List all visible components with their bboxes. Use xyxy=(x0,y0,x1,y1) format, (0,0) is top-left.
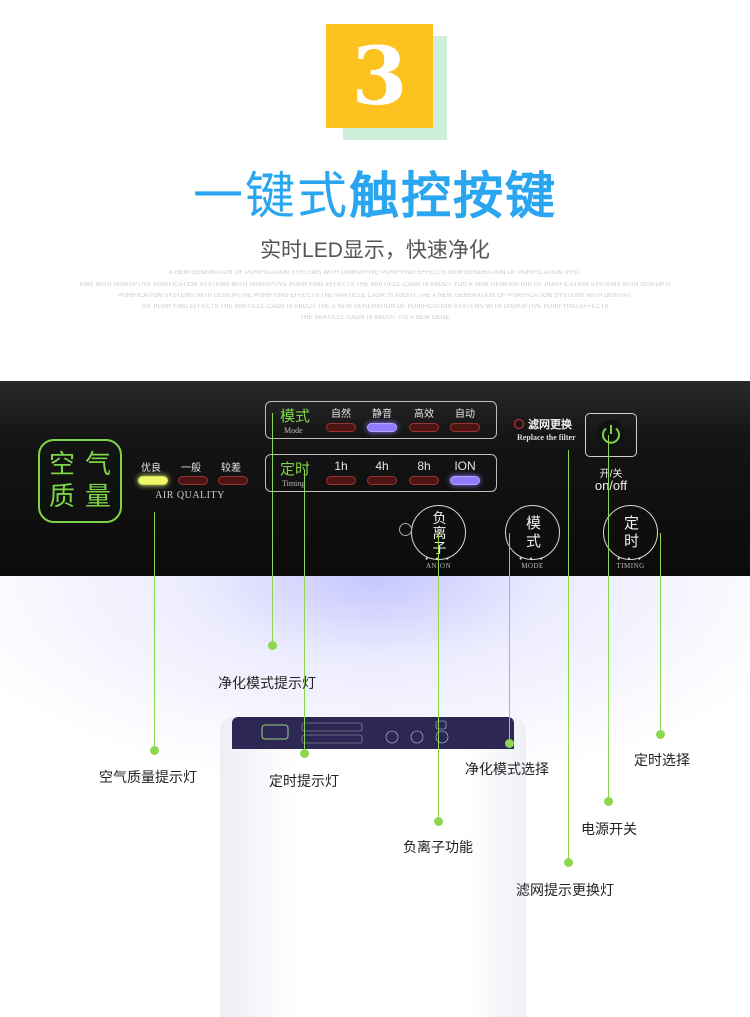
mode-option-label: 高效 xyxy=(414,409,434,420)
step-number: 3 xyxy=(351,29,408,123)
leader-line xyxy=(272,413,273,645)
mode-led-auto xyxy=(450,423,480,432)
air-quality-logo: 空 气 质 量 xyxy=(38,439,122,523)
leader-line xyxy=(660,533,661,735)
anion-dots: ● ● ● xyxy=(425,556,452,562)
callout-power-switch: 电源开关 xyxy=(581,821,637,837)
leader-line xyxy=(568,450,569,863)
mode-option-label: 自然 xyxy=(331,409,351,420)
timing-button[interactable]: 定 时 xyxy=(603,505,658,560)
mode-char: 式 xyxy=(525,533,541,550)
power-button[interactable] xyxy=(585,413,637,457)
mode-box-subtitle: Mode xyxy=(284,426,303,435)
callout-air-quality-indicator: 空气质量提示灯 xyxy=(99,769,197,785)
mode-caption: MODE xyxy=(521,562,544,570)
timing-box-subtitle: Timing xyxy=(282,479,306,488)
aq-level-label: 一般 xyxy=(181,463,201,474)
fine-print-line: PURIFICATION SYSTEMS WITH DISRUPTIVE PUR… xyxy=(118,293,632,299)
leader-dot xyxy=(564,858,573,867)
device-top-panel xyxy=(232,717,514,749)
callout-timer-select: 定时选择 xyxy=(634,752,690,768)
page-title: 一键式触控按键 xyxy=(0,166,750,226)
aq-char: 空 xyxy=(48,449,75,479)
callout-filter-replace: 滤网提示更换灯 xyxy=(516,882,614,898)
fine-print-line: EMS WITH DISRUPTIVE PURIFICATION SYSTEMS… xyxy=(80,282,670,288)
timing-caption: TIMING xyxy=(616,562,645,570)
step-badge xyxy=(326,24,433,128)
callout-anion-function: 负离子功能 xyxy=(403,839,473,855)
timing-option-label: 4h xyxy=(375,459,389,473)
fine-print-line: IVE PURIFYING EFFECTS THE PARTICLE CADR … xyxy=(141,304,609,310)
timing-option-label: 1h xyxy=(334,459,348,473)
aq-char: 气 xyxy=(84,449,111,479)
fine-print-line: THE PARTICLE CADR IS ABOUT 700 A NEW GEN… xyxy=(300,315,450,321)
purifier-device xyxy=(220,717,526,1017)
page-subtitle: 实时LED显示，快速净化 xyxy=(260,239,490,262)
power-label-cn: 开/关 xyxy=(599,469,623,480)
fine-print-line: A NEW GENERATION OF PURIFICATION SYSTEMS… xyxy=(169,270,581,276)
mode-indicator-box: 模式 Mode xyxy=(265,401,497,439)
anion-char: 子 xyxy=(432,540,447,556)
timing-char: 定 xyxy=(623,515,639,532)
timing-char: 时 xyxy=(623,533,639,550)
filter-led xyxy=(514,419,524,429)
leader-line xyxy=(154,512,155,750)
mode-button[interactable]: 模 式 xyxy=(505,505,560,560)
aq-led-normal xyxy=(178,476,208,485)
timing-led-4h xyxy=(367,476,397,485)
power-label-en: on/off xyxy=(594,478,628,493)
leader-dot xyxy=(656,730,665,739)
mode-char: 模 xyxy=(525,515,541,532)
callout-mode-select: 净化模式选择 xyxy=(465,761,549,777)
callout-timer-indicator: 定时提示灯 xyxy=(269,773,339,789)
anion-char: 离 xyxy=(432,525,447,541)
anion-face-icon xyxy=(399,523,412,536)
aq-level-label: 较差 xyxy=(221,463,241,474)
mode-led-efficient xyxy=(409,423,439,432)
timing-indicator-box: 定时 Timing xyxy=(265,454,497,492)
callout-mode-indicator: 净化模式提示灯 xyxy=(218,675,316,691)
timing-dots: ● ● ● xyxy=(617,556,644,562)
aq-led-good xyxy=(138,476,168,485)
mode-dots: ● ● ● xyxy=(519,556,546,562)
title-part-2: 触控按键 xyxy=(349,168,557,224)
leader-dot xyxy=(300,749,309,758)
timing-led-1h xyxy=(326,476,356,485)
leader-dot xyxy=(434,817,443,826)
power-icon xyxy=(597,420,625,448)
air-quality-caption: AIR QUALITY xyxy=(155,490,225,501)
title-part-1: 一键式 xyxy=(193,168,349,224)
aq-level-label: 优良 xyxy=(141,463,161,474)
anion-char: 负 xyxy=(432,510,447,526)
device-panel-miniature xyxy=(261,720,449,744)
timing-option-label: 8h xyxy=(417,459,431,473)
mode-led-silent xyxy=(367,423,397,432)
filter-label-en: Replace the filter xyxy=(517,433,576,442)
leader-line xyxy=(304,470,305,752)
aq-char: 质 xyxy=(48,481,75,511)
mode-led-natural xyxy=(326,423,356,432)
timing-led-8h xyxy=(409,476,439,485)
aq-char: 量 xyxy=(84,481,111,511)
mode-box-title: 模式 xyxy=(280,408,311,425)
leader-line xyxy=(608,435,609,802)
filter-label-cn: 滤网更换 xyxy=(528,419,572,431)
leader-dot xyxy=(604,797,613,806)
leader-dot xyxy=(268,641,277,650)
mode-option-label: 静音 xyxy=(372,409,392,420)
leader-line xyxy=(438,533,439,821)
leader-dot xyxy=(505,739,514,748)
timing-led-ion xyxy=(450,476,480,485)
aq-led-poor xyxy=(218,476,248,485)
timing-box-title: 定时 xyxy=(280,461,311,478)
mode-option-label: 自动 xyxy=(455,409,475,420)
timing-option-label: ION xyxy=(454,459,476,473)
leader-line xyxy=(509,533,510,743)
leader-dot xyxy=(150,746,159,755)
